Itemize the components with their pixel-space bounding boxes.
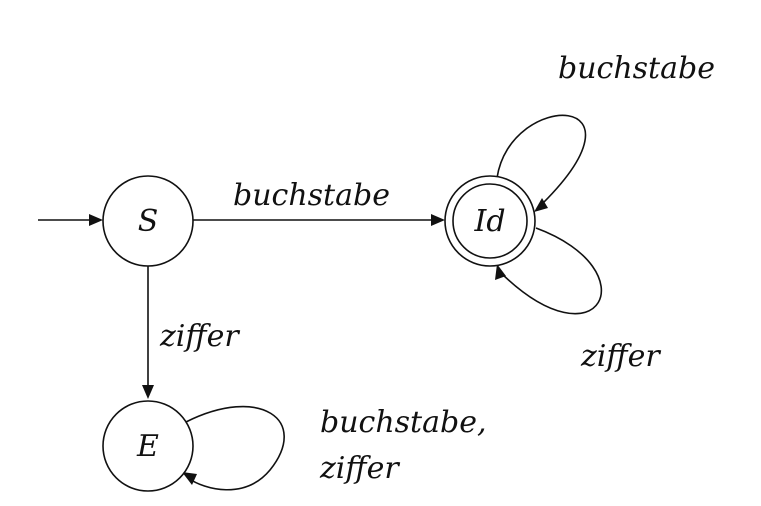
id-loop-top	[496, 114, 587, 209]
state-e-label: E	[136, 429, 159, 464]
state-id-inner	[452, 183, 528, 259]
edge-s-to-e-arrowhead	[142, 385, 154, 399]
edge-s-to-e-label: ziffer	[159, 319, 240, 354]
e-loop-label-line2: ziffer	[319, 451, 400, 486]
state-s	[102, 175, 194, 267]
state-id-label: Id	[473, 204, 505, 239]
id-loop-bottom	[499, 227, 603, 315]
start-arrowhead	[89, 214, 103, 226]
e-loop	[185, 405, 285, 491]
id-loop-top-label: buchstabe	[558, 51, 715, 86]
id-loop-bottom-arrowhead	[495, 264, 506, 280]
e-loop-label-line1: buchstabe,	[320, 405, 486, 440]
state-s-label: S	[138, 204, 159, 239]
edge-s-to-id-label: buchstabe	[233, 178, 390, 213]
state-e	[102, 400, 194, 492]
id-loop-bottom-label: ziffer	[580, 339, 661, 374]
e-loop-arrowhead	[182, 472, 197, 485]
id-loop-top-arrowhead	[534, 198, 548, 212]
edge-s-to-id-arrowhead	[431, 214, 445, 226]
